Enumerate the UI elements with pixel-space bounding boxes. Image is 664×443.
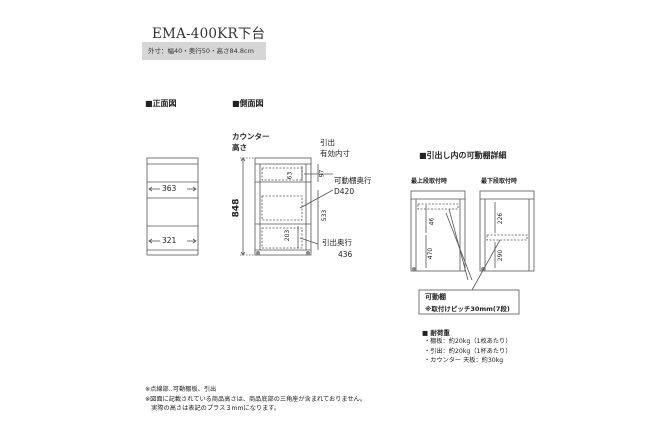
shelf-depth-value: D420 <box>334 187 355 196</box>
footnote: 実際の高さは表記のプラス３mmになります。 <box>145 405 281 412</box>
load-item: ・カウンター 天板：約30kg <box>424 357 504 364</box>
dim-63: 63 <box>286 171 294 180</box>
shelf-detail-top-drawing <box>410 190 473 281</box>
load-item: ・棚板：約20kg（1枚あたり） <box>424 338 512 345</box>
top-dim-46: 46 <box>428 217 436 226</box>
drawer-depth-value: 436 <box>338 250 353 259</box>
top-dim-470: 470 <box>427 247 435 260</box>
spec-bar: 外寸：幅40・奥行50・高さ84.8cm <box>142 42 266 60</box>
shelf-callout-pitch: ※取付けピッチ30mm(7段) <box>425 305 510 313</box>
footnote: ※図面に記載されている商品高さは、商品底部の三角座が含まれておりません。 <box>145 395 367 403</box>
drawer-inner-label-2: 有効内寸 <box>320 149 350 158</box>
dim-533: 533 <box>321 209 329 222</box>
shelf-callout-title: 可動棚 <box>425 293 446 301</box>
footnotes: ※点線部‥可動棚板、引出 ※図面に記載されている商品高さは、商品底部の三角座が含… <box>145 385 366 414</box>
shelf-depth-label: 可動棚奥行 <box>334 176 372 185</box>
bottom-mount-label: 最下段取付時 <box>481 178 518 185</box>
shelf-detail-heading: ■引出し内の可動棚詳細 <box>419 151 507 160</box>
load-heading: ■ 耐荷重 <box>422 329 450 337</box>
load-list: ・棚板：約20kg（1枚あたり） ・引出：約20kg（1杯あたり） ・カウンター… <box>424 337 511 366</box>
load-item: ・引出：約20kg（1杯あたり） <box>424 347 512 355</box>
counter-label-height: 高さ <box>232 143 247 152</box>
shelf-callout-box <box>418 289 520 315</box>
drawer-depth-label: 引出奥行 <box>322 238 352 247</box>
front-view-drawing <box>146 157 199 256</box>
top-mount-label: 最上段取付時 <box>411 178 448 185</box>
shelf-detail-bottom-drawing <box>471 190 535 291</box>
bottom-dim-226: 226 <box>497 212 505 225</box>
dim-203: 203 <box>284 229 292 242</box>
front-dim-lower: 321 <box>162 236 177 245</box>
side-view-drawing <box>240 157 334 256</box>
side-view-heading: ■側面図 <box>232 99 264 108</box>
front-view-heading: ■正面図 <box>145 99 177 108</box>
front-dim-upper: 363 <box>162 184 177 193</box>
drawer-inner-label: 引出 <box>320 138 335 147</box>
dim-97: 97 <box>318 169 326 178</box>
side-height-dim: 848 <box>231 198 242 218</box>
counter-label: カウンター <box>232 132 270 141</box>
bottom-dim-290: 290 <box>497 249 505 262</box>
product-title: EMA-400KR下台 <box>152 26 266 42</box>
footnote: ※点線部‥可動棚板、引出 <box>145 386 217 393</box>
